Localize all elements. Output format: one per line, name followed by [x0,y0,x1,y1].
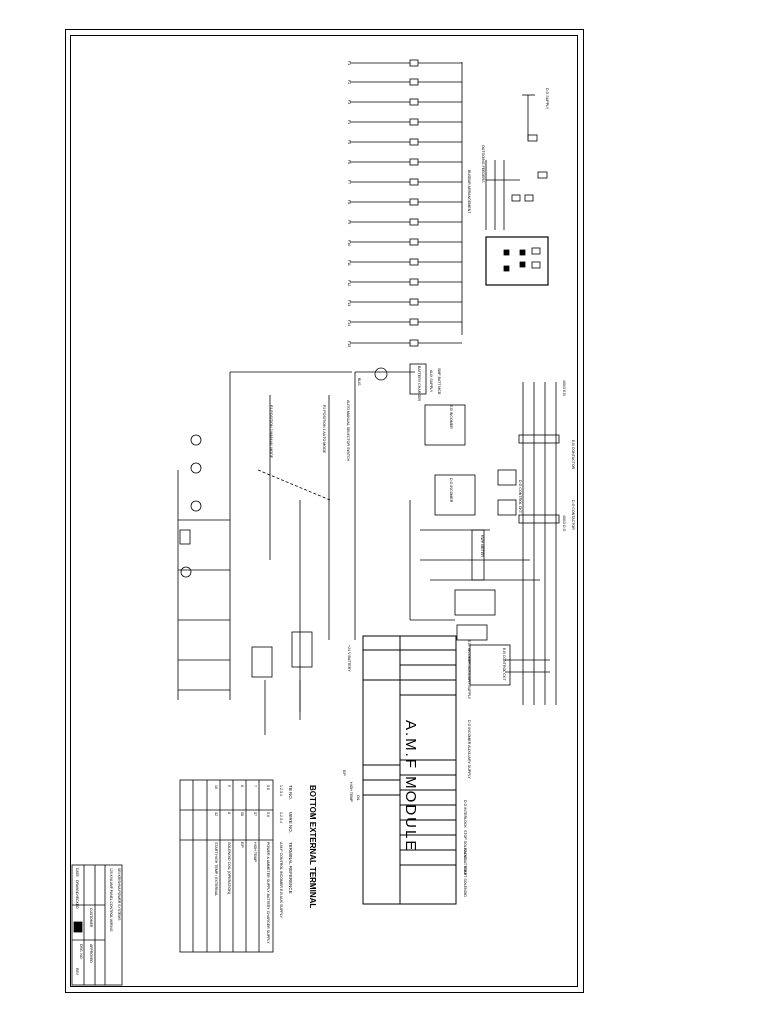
label-aux-supply: AUX SUPPLY [429,370,433,393]
feeder-mcb [409,218,419,226]
label-ep: E/P [342,770,346,776]
label-dg-interlock: D.G INTERLOCK [463,800,467,828]
feeder-label: F12 [347,280,351,287]
table-header-wire: WIRE NO. [288,812,293,833]
drawing-border-inner [70,35,578,987]
table-row-5-wire: 8 [227,812,231,814]
table-row-4-tb: 8 [240,785,244,787]
label-bus: BUS [357,378,361,386]
control-circuit [177,363,427,735]
table-row-6-ref: START HIGH TEMP / EXTERNAL [214,842,218,897]
title-block-customer: CUSTOMER [89,908,93,928]
feeder-mcb [409,138,419,146]
label-smf-mcb: SMF BATT MCB [437,368,441,395]
title-block-rev: REV [75,968,79,975]
feeder-mcb [409,238,419,246]
label-high-temp: HIGH TEMP [349,782,353,802]
title-block-drawing: 125 KVA AMF PANEL CONTROL WIRING [109,868,113,932]
title-block-approved: APPROVED [89,944,93,963]
label-eb-incomer: E.B INCOMER [449,405,453,429]
table-header-ref: TERMINAL REFERENCE [288,842,293,894]
table-row-1-ref: A.M.F CONTROL INCOMER E.B AUX SUPPLY [279,842,283,918]
label-dg-power: 400/3 D.G [562,515,566,532]
feeder-mcb [409,78,419,86]
table-row-3-ref: HIGH TEMP [253,842,257,862]
table-row-2-tb: 5,6 [266,785,270,790]
feeder-label: F11 [347,260,351,266]
feeder-mcb [409,59,419,67]
feeder-mcb [409,339,419,347]
label-dg-contactor: D.G CONTACTOR [571,500,575,530]
table-row-4-wire: 58 [240,812,244,816]
feeder-mcb [409,118,419,126]
title-block [71,864,123,986]
label-eb-control: E.B CONTROL CKT [502,648,506,681]
feeder-label: F7 [347,180,351,185]
outgoing-feeders [350,59,462,347]
feeder-label: F10 [347,240,351,247]
feeder-mcb [409,278,419,286]
feeder-label: F6 [347,160,351,165]
label-eb-contactor: E.B CONTACTOR [571,440,575,470]
label-oil: OIL [356,795,360,801]
feeder-label: F2 [347,80,351,85]
label-outgoing: OUTGOING FEEDERS [481,145,485,183]
feeder-mcb [409,258,419,266]
power-circuit [409,382,560,705]
feeder-label: F1 [347,61,351,66]
title-block-date: DATE [75,868,79,877]
label-battery-charger: BATTERY CHARGER [417,366,421,402]
feeder-mcb [409,318,419,326]
label-position-manual: P1 POSITION 2 MANUAL MODE [269,405,273,459]
label-battery-left: +24 V BATTERY [347,645,351,672]
terminal-table [179,779,274,953]
title-block-company: SRI KRISHNA POWER SYSTEMS [117,868,121,921]
table-row-2-ref: POWER & AMMETER SUPPLY BATTERY CHARGER S… [266,842,270,944]
feeder-label: F15 [347,341,351,348]
feeder-mcb [409,198,419,206]
feeder-label: F13 [347,300,351,307]
label-kwh-meter: KWH METER [480,535,484,557]
table-row-1-tb: 1,2,3,4 [279,785,283,796]
label-dg-control: D.G CONTROL CKT [518,480,522,514]
feeder-label: F3 [347,100,351,105]
feeder-label: F8 [347,200,351,205]
label-start-solenoid: START SOLENOID [463,866,467,897]
label-eb-power: 400/3 E.B [562,380,566,396]
title-block-drg-no: DRG. NO. [79,944,83,960]
table-row-3-wire: 57 [253,812,257,816]
label-eb-aux-supply: E.B. INCOMER AUXILIARY SUPPLY [467,640,471,700]
feeder-label: F4 [347,120,351,125]
feeder-mcb [409,178,419,186]
label-position-auto: P2 POSITION 1 AUTO MODE [322,405,326,454]
table-row-2-wire: 5,6 [266,812,270,817]
feeder-mcb [409,158,419,166]
table-header-tb: TB NO. [288,785,293,801]
feeder-mcb [409,98,419,106]
table-row-4-ref: E/P [240,842,244,848]
amf-module [362,635,457,905]
terminal-table-title: BOTTOM EXTERNAL TERMINAL [308,785,317,909]
label-busbar: BUSBAR ARRANGEMENT [467,170,471,214]
label-ac-supply: D.G SUPPLY [545,88,549,110]
label-dg-aux-supply: D.G INCOMER AUXILIARY SUPPLY [467,720,471,779]
table-row-6-tb: 10 [214,785,218,789]
label-dg-incomer: D.G INCOMER [449,478,453,503]
label-mode-switch: AUTO MANUAL SELECTOR SWITCH [346,400,350,462]
feeder-label: F5 [347,140,351,145]
table-row-5-tb: 9 [227,785,231,787]
title-block-drawn: DRAWN [75,880,79,893]
title-block-checked: CHECKED [75,892,79,909]
feeder-mcb [409,298,419,306]
table-row-5-ref: SOLENOID COIL (OPERATION) [227,842,231,895]
table-row-3-tb: 7 [253,785,257,787]
table-row-6-wire: 32 [214,812,218,816]
drawing-border-outer [65,29,584,993]
table-row-1-wire: 1,2,3,4 [279,812,283,823]
feeder-label: F14 [347,320,351,327]
busbar-section [461,62,549,335]
feeder-label: F9 [347,220,351,225]
amf-module-title: A.M.F MODULE [402,720,419,853]
